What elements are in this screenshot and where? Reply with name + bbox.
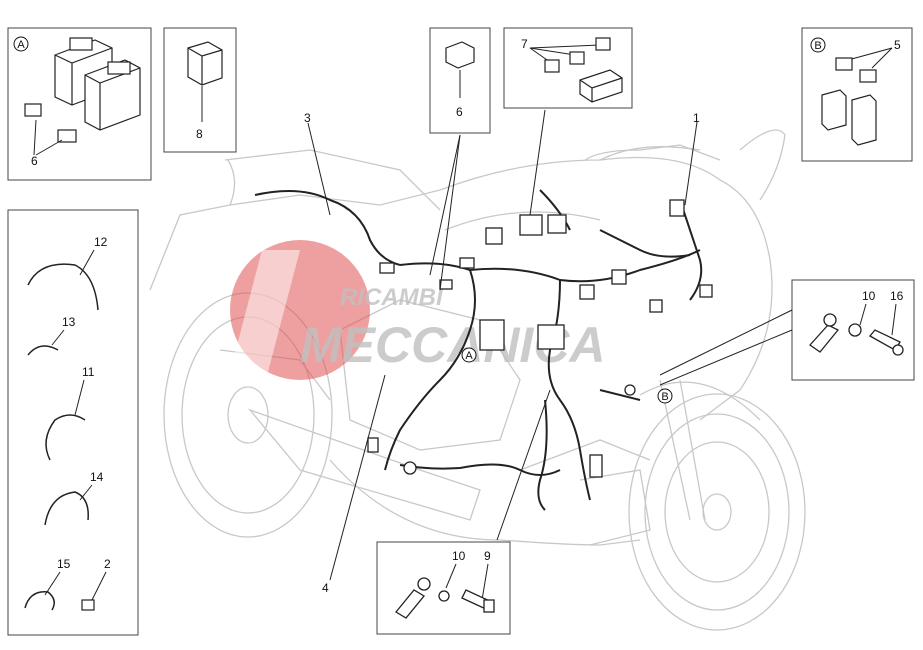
inset-view-b: B 5 (801, 27, 913, 162)
motorcycle-outline (149, 129, 806, 631)
view-a-main-marker (461, 347, 477, 363)
watermark-line1: RICAMBI (340, 284, 444, 311)
wiring-harness (254, 189, 703, 511)
view-b-label: B (814, 40, 821, 52)
view-a-label: A (17, 39, 25, 51)
callout-8: 8 (196, 127, 203, 141)
inset-view-a: A 6 (7, 27, 152, 181)
inset-part-8: 8 (163, 27, 237, 153)
inset-clips-panel: 12 13 11 14 15 2 (7, 209, 139, 636)
inset-part-6: 6 (429, 27, 491, 134)
callout-4: 4 (322, 581, 329, 595)
callout-10-b: 10 (862, 289, 876, 303)
callout-6-b: 6 (456, 105, 463, 119)
callout-15: 15 (57, 557, 71, 571)
view-a-marker (13, 36, 29, 52)
callout-12: 12 (94, 235, 108, 249)
callout-16: 16 (890, 289, 904, 303)
callout-3: 3 (304, 111, 311, 125)
view-b-marker (810, 37, 826, 53)
view-b-main-marker (657, 388, 673, 404)
callout-10-a: 10 (452, 549, 466, 563)
callout-5-b: 5 (894, 38, 901, 52)
leader-lines (307, 109, 793, 581)
callout-9: 9 (484, 549, 491, 563)
callout-11: 11 (82, 365, 95, 379)
callout-1: 1 (693, 111, 700, 125)
inset-ground-cable-front: 10 16 (791, 279, 915, 381)
callout-14: 14 (90, 470, 104, 484)
inset-part-7: 7 (503, 27, 633, 109)
callout-6-a: 6 (31, 154, 38, 168)
watermark: RICAMBI MECCANICA (230, 240, 606, 380)
callout-7: 7 (521, 37, 528, 51)
callout-2: 2 (104, 557, 111, 571)
view-b-main-label: B (661, 391, 668, 403)
inset-ground-cable-rear: 10 9 (376, 541, 511, 635)
callout-13: 13 (62, 315, 76, 329)
harness-connectors (367, 199, 713, 478)
view-a-main-label: A (465, 350, 473, 362)
